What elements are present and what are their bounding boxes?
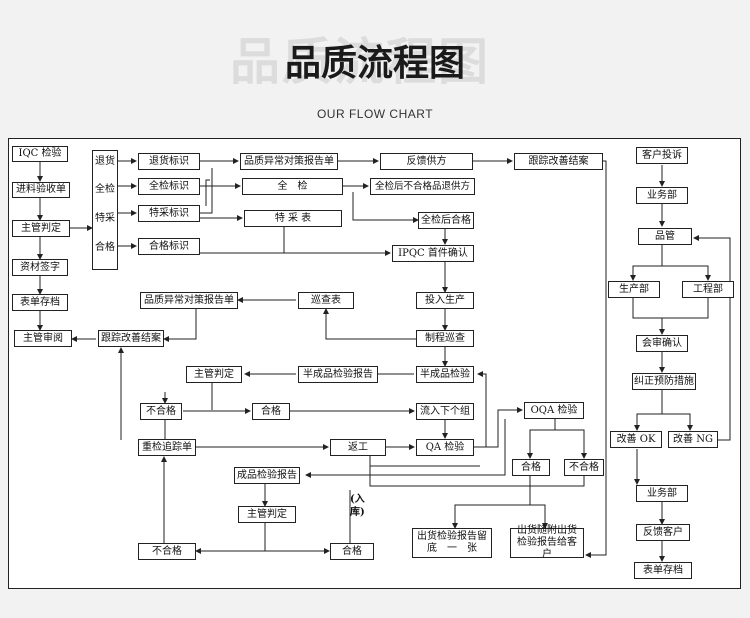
node-fail-return: 全检后不合格品退供方 (370, 178, 475, 195)
node-feedback-customer: 反馈客户 (636, 524, 690, 541)
node-feedback-supplier: 反馈供方 (380, 153, 473, 170)
node-corrective: 纠正预防措施 (632, 373, 696, 390)
node-pass-after-full: 全检后合格 (418, 212, 474, 229)
node-recheck: 重检追踪单 (138, 439, 196, 456)
node-form-archive-2: 表单存档 (634, 562, 692, 579)
node-pass-3: 合格 (512, 459, 550, 476)
node-dept-2: 业务部 (636, 485, 688, 502)
node-prod-dept: 生产部 (608, 281, 660, 298)
label-storage: (入库) (350, 494, 365, 518)
header: 品质流程图 品质流程图 OUR FLOW CHART (0, 0, 750, 130)
page-title: 品质流程图 (284, 43, 465, 84)
node-incoming: 进料验收单 (12, 182, 70, 198)
node-mgr-judge-2: 主管判定 (186, 366, 242, 383)
node-process-patrol: 制程巡查 (416, 330, 474, 347)
node-ship-attach: 出货随附出货检验报告给客户 (510, 525, 584, 560)
node-special: 特采 (95, 213, 115, 224)
node-next-group: 流入下个组 (416, 403, 474, 420)
node-finished-report: 成品检验报告 (234, 467, 300, 484)
node-return-tag: 退货标识 (138, 153, 200, 170)
node-ipqc-first: IPQC 首件确认 (392, 245, 474, 262)
node-track-close-2: 跟踪改善结案 (98, 330, 164, 347)
node-rework: 返工 (330, 439, 386, 456)
node-full-check: 全检 (95, 184, 115, 195)
node-iqc: IQC 检验 (12, 146, 68, 162)
node-pass-1: 合格 (252, 403, 290, 420)
node-ship-report: 出货检验报告留 底 一 张 (412, 528, 497, 558)
node-complaint: 客户投诉 (636, 147, 688, 164)
node-material-sign: 资材签字 (12, 259, 68, 276)
node-qa-inspect: QA 检验 (416, 439, 474, 456)
category-container (92, 150, 118, 270)
node-mgr-judge-1: 主管判定 (12, 220, 70, 237)
page-subtitle: OUR FLOW CHART (316, 107, 434, 121)
node-return-goods: 退货 (95, 156, 115, 167)
node-oqa: OQA 检验 (524, 402, 584, 419)
node-quality-report-1: 品质异常对策报告单 (240, 153, 338, 170)
node-qc-dept: 品管 (638, 228, 692, 245)
node-track-close-1: 跟踪改善结案 (514, 153, 603, 170)
node-improve-ok: 改善 OK (610, 431, 662, 448)
node-special-form: 特 采 表 (244, 210, 342, 227)
node-semi-inspect: 半成品检验 (416, 366, 474, 383)
node-quality-report-2: 品质异常对策报告单 (140, 292, 238, 309)
node-improve-ng: 改善 NG (668, 431, 718, 448)
node-form-archive-1: 表单存档 (12, 294, 68, 311)
node-eng-dept: 工程部 (682, 281, 734, 298)
node-mgr-judge-3: 主管判定 (238, 506, 296, 523)
node-dept-1: 业务部 (636, 187, 688, 204)
node-semi-report: 半成品检验报告 (298, 366, 378, 383)
node-pass-tag: 合格标识 (138, 238, 200, 255)
node-special-tag: 特采标识 (138, 205, 200, 222)
node-pass-2: 合格 (330, 543, 374, 560)
node-joint-confirm: 会审确认 (636, 335, 688, 352)
node-full-tag: 全检标识 (138, 178, 200, 195)
node-patrol-form: 巡查表 (298, 292, 354, 309)
node-full-inspect: 全 检 (242, 178, 343, 195)
node-fail-2: 不合格 (138, 543, 196, 560)
node-mgr-review: 主管审阅 (14, 330, 72, 347)
node-production: 投入生产 (416, 292, 474, 309)
node-fail-1: 不合格 (140, 403, 182, 420)
node-fail-3: 不合格 (564, 459, 604, 476)
title-watermark: 品质流程图 (230, 34, 490, 90)
node-pass: 合格 (95, 242, 115, 253)
